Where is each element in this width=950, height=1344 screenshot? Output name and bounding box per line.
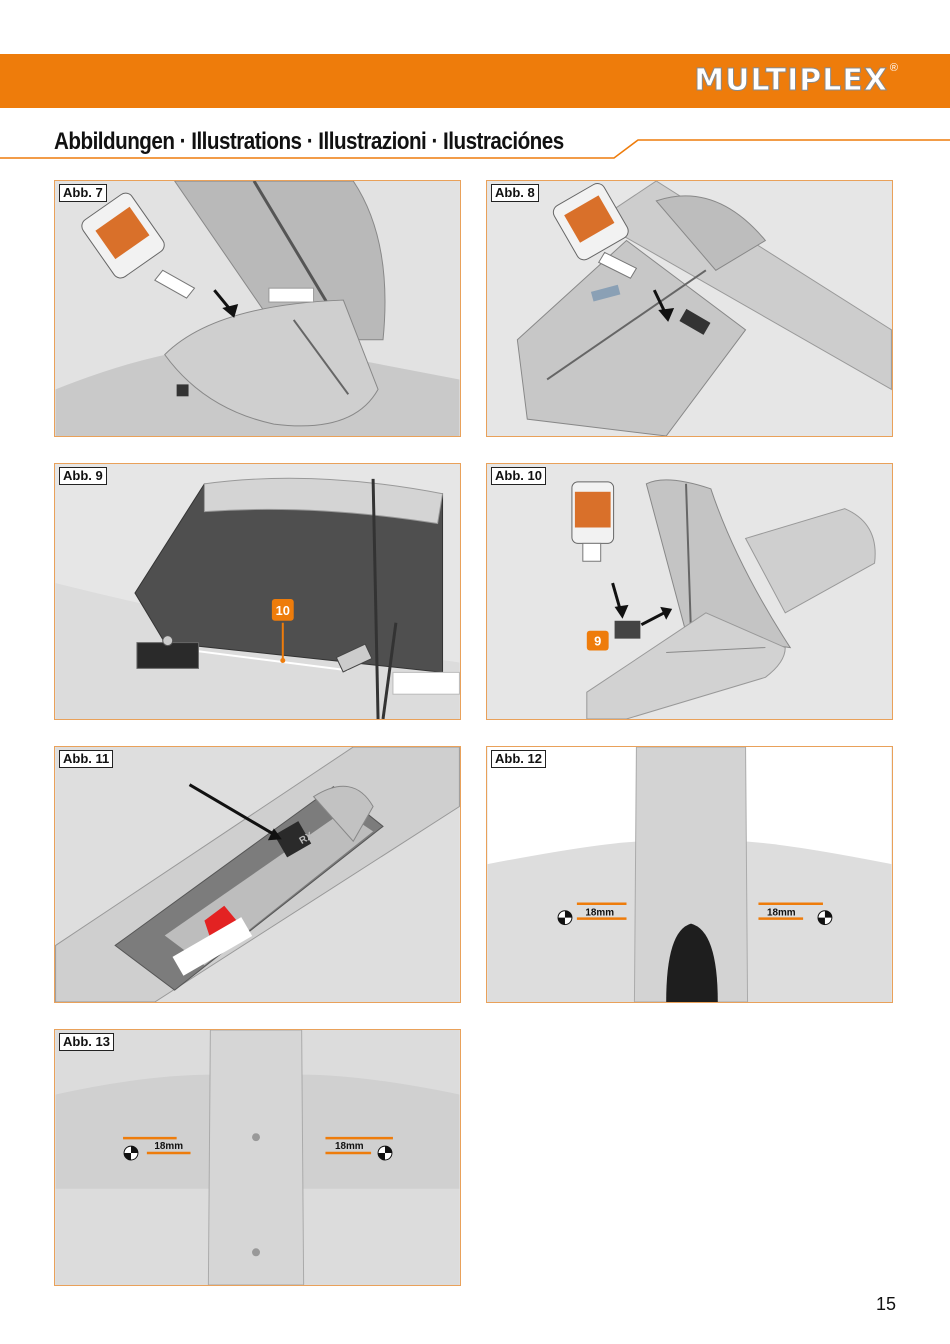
- title-underline: [0, 139, 950, 159]
- callout-number: 9: [594, 634, 601, 649]
- figure-label: Abb. 10: [491, 467, 546, 485]
- figure-abb-9: Abb. 9 10: [54, 463, 461, 720]
- tail-underside-illustration: [487, 181, 892, 436]
- page-title: Abbildungen · Illustrations · Illustrazi…: [54, 128, 564, 155]
- glue-bottle-icon: [552, 183, 638, 279]
- figure-abb-13: Abb. 13 18mm 18mm: [54, 1029, 461, 1286]
- glue-bottle-icon: [571, 481, 615, 562]
- callout-number: 10: [276, 603, 290, 618]
- arrow-icon: [640, 611, 665, 627]
- dimension-label-right: 18mm: [767, 908, 796, 919]
- brand-bar: MULTIPLEX ®: [0, 54, 950, 108]
- rudder-linkage-illustration: 10: [55, 464, 460, 719]
- dimension-label-right: 18mm: [335, 1141, 364, 1152]
- tail-servo-illustration: 9: [487, 464, 892, 719]
- arrow-icon: [611, 582, 622, 612]
- arrow-icon: [188, 783, 275, 836]
- figure-abb-12: Abb. 12 18mm 18mm: [486, 746, 893, 1003]
- figure-label: Abb. 7: [59, 184, 107, 202]
- figure-label: Abb. 8: [491, 184, 539, 202]
- registered-mark: ®: [889, 62, 898, 74]
- receiver-bay-illustration: RX: [55, 747, 460, 1002]
- glue-bottle-icon: [81, 192, 196, 299]
- multiplex-logo: MULTIPLEX: [694, 63, 888, 99]
- cg-underside-front-illustration: 18mm 18mm: [487, 747, 892, 1002]
- figure-abb-11: Abb. 11 RX: [54, 746, 461, 1003]
- figure-label: Abb. 11: [59, 750, 114, 768]
- dimension-label-left: 18mm: [585, 908, 614, 919]
- figure-label: Abb. 12: [491, 750, 546, 768]
- figure-abb-7: Abb. 7: [54, 180, 461, 437]
- figure-abb-8: Abb. 8: [486, 180, 893, 437]
- figure-label: Abb. 9: [59, 467, 107, 485]
- dimension-label-left: 18mm: [154, 1141, 183, 1152]
- cg-underside-rear-illustration: 18mm 18mm: [55, 1030, 460, 1285]
- tail-assembly-illustration: [55, 181, 460, 436]
- page-number: 15: [876, 1294, 897, 1314]
- figure-label: Abb. 13: [59, 1033, 114, 1051]
- figure-abb-10: Abb. 10 9: [486, 463, 893, 720]
